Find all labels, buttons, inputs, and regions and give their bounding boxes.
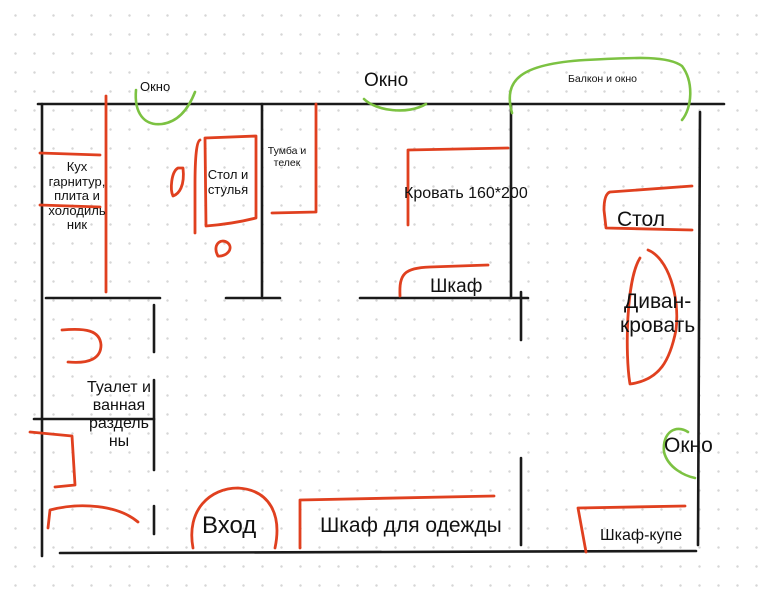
walls bbox=[32, 102, 726, 558]
kitchen-window-label: Окно bbox=[140, 79, 171, 94]
kitchen-unit-label: Кух гарнитур, плита и холодиль ник bbox=[46, 159, 108, 233]
kitchen-counter-bottom bbox=[38, 203, 102, 209]
kitchen-counter-top bbox=[38, 151, 102, 157]
tv-stand-outline bbox=[270, 102, 318, 215]
bathroom-line-1: Туалет и bbox=[86, 379, 151, 396]
wardrobe-label: Шкаф bbox=[430, 276, 483, 297]
bed-label: Кровать 160*200 bbox=[404, 185, 528, 202]
sofa-outline bbox=[625, 248, 679, 386]
desk-label: Стол bbox=[617, 208, 666, 231]
sofa-bed-line-2: кровать bbox=[620, 313, 696, 337]
furniture-outlines bbox=[28, 94, 694, 554]
bathroom-line-4: ны bbox=[108, 432, 130, 450]
bathroom-label: Туалет и ванная раздель ны bbox=[80, 379, 158, 451]
room-window-label: Окно bbox=[364, 70, 409, 91]
right-wall bbox=[696, 110, 702, 547]
bathroom-fixture-top bbox=[60, 327, 103, 364]
kitchen-label-line-1: Кух bbox=[66, 159, 88, 174]
bottom-wall bbox=[58, 549, 698, 555]
chair-bottom bbox=[214, 239, 232, 258]
clothes-closet-outline bbox=[298, 494, 496, 550]
tv-stand-line-2: телек bbox=[273, 156, 301, 169]
kitchen-label-line-5: ник bbox=[66, 217, 88, 233]
room-window-outline bbox=[362, 97, 428, 112]
table-chairs-line-2: стулья bbox=[207, 181, 249, 197]
balcony-window-outline bbox=[508, 56, 692, 122]
table-chairs-line-1: Стол и bbox=[207, 167, 249, 182]
table-chairs-label: Стол и стулья bbox=[204, 167, 252, 197]
right-window-outline bbox=[662, 427, 697, 480]
bed-outline bbox=[406, 146, 510, 227]
bathroom-line-3: раздель bbox=[89, 414, 149, 432]
chair-top bbox=[170, 166, 185, 198]
bathroom-fixture-bottom bbox=[28, 430, 77, 489]
window-outlines bbox=[134, 56, 697, 480]
desk-outline bbox=[602, 184, 694, 232]
balcony-window-label: Балкон и окно bbox=[568, 73, 637, 85]
table-outline bbox=[193, 134, 258, 235]
entrance-label: Вход bbox=[202, 512, 257, 539]
sofa-bed-label: Диван- кровать bbox=[620, 290, 695, 337]
tv-stand-label: Тумба и телек bbox=[264, 145, 310, 170]
kitchen-label-line-3: плита и bbox=[54, 188, 100, 204]
kitchen-window-outline bbox=[134, 88, 197, 126]
kitchen-label-line-2: гарнитур, bbox=[48, 173, 106, 189]
sofa-bed-line-1: Диван- bbox=[624, 290, 692, 313]
tv-stand-line-1: Тумба и bbox=[267, 145, 307, 157]
right-window-label: Окно bbox=[664, 434, 713, 457]
sliding-closet-outline bbox=[576, 504, 687, 554]
bathroom-line-2: ванная bbox=[92, 396, 146, 414]
clothes-closet-label: Шкаф для одежды bbox=[320, 514, 502, 537]
entrance-door-arc bbox=[190, 486, 279, 550]
wardrobe-outline bbox=[398, 263, 490, 298]
kitchen-label-line-4: холодиль bbox=[48, 202, 106, 218]
sliding-closet-label: Шкаф-купе bbox=[600, 527, 683, 544]
bathtub-outline bbox=[46, 504, 140, 530]
